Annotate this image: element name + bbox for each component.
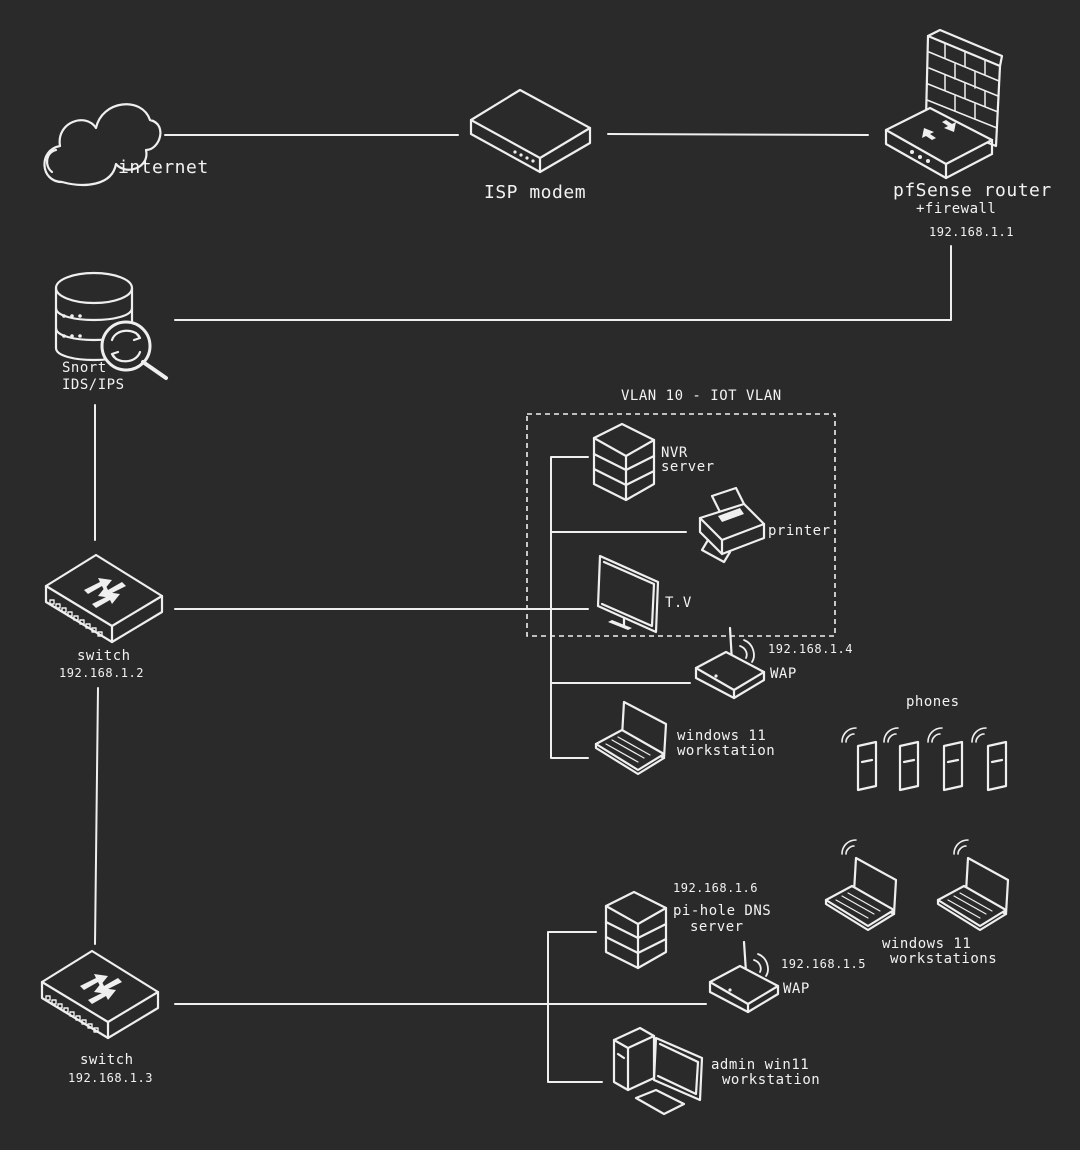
wireless-access-point-icon [694,626,766,700]
label-wap1-ip: 192.168.1.4 [768,642,853,656]
laptop-icon [936,839,1010,932]
label-nvr-line2: server [661,459,715,475]
desktop-computer-icon [612,1026,704,1116]
label-router-line2: +firewall [916,201,996,217]
label-switch1-ip: 192.168.1.2 [59,666,144,680]
phone-icon [883,727,920,792]
label-tv: T.V [665,595,692,611]
modem-icon [469,88,592,174]
label-switch2-name: switch [80,1052,134,1068]
phone-icon [971,727,1008,792]
label-pihole-line2: server [690,919,744,935]
label-phones: phones [906,694,960,710]
firewall-router-icon [884,28,1004,180]
label-snort-line1: Snort [62,360,107,376]
label-pihole-ip: 192.168.1.6 [673,881,758,895]
label-wap2-name: WAP [783,981,810,997]
label-router-ip: 192.168.1.1 [929,225,1014,239]
wireless-access-point-icon [708,940,780,1014]
cloud-icon [43,103,162,186]
switch-icon [44,553,164,644]
bus-vlan [550,456,589,759]
label-ws1-line2: workstation [677,743,775,759]
label-pihole-line1: pi-hole DNS [673,903,771,919]
label-snort-line2: IDS/IPS [62,377,125,393]
connections [94,133,952,1083]
label-switch1-name: switch [77,648,131,664]
label-nvr-line1: NVR [661,445,688,461]
laptop-icon [594,700,668,776]
server-icon [604,890,668,970]
label-switch2-ip: 192.168.1.3 [68,1071,153,1085]
laptop-icon [824,839,898,932]
printer-icon [698,486,766,564]
phone-icon [927,727,964,792]
phones-group [841,727,1008,792]
bus-lower [547,931,603,1083]
tv-icon [596,554,660,634]
link-modem-router [607,133,869,136]
phone-icon [841,727,878,792]
label-internet: internet [118,157,209,178]
label-isp-modem: ISP modem [484,182,586,203]
label-router-line1: pfSense router [893,180,1052,201]
link-router-snort [174,245,952,321]
label-vlan-title: VLAN 10 - IOT VLAN [621,388,782,404]
label-printer: printer [768,523,831,539]
label-ws2-line1: windows 11 [882,936,971,952]
label-admin-line1: admin win11 [711,1057,809,1073]
database-search-icon [54,271,168,380]
label-wap1-name: WAP [770,666,797,682]
label-ws2-line2: workstations [890,951,997,967]
link-switch1-switch2 [94,687,99,945]
label-ws1-line1: windows 11 [677,728,766,744]
label-admin-line2: workstation [722,1072,820,1088]
switch-icon [40,949,160,1040]
label-wap2-ip: 192.168.1.5 [781,957,866,971]
server-icon [592,422,656,502]
vlan-boundary [526,413,836,637]
